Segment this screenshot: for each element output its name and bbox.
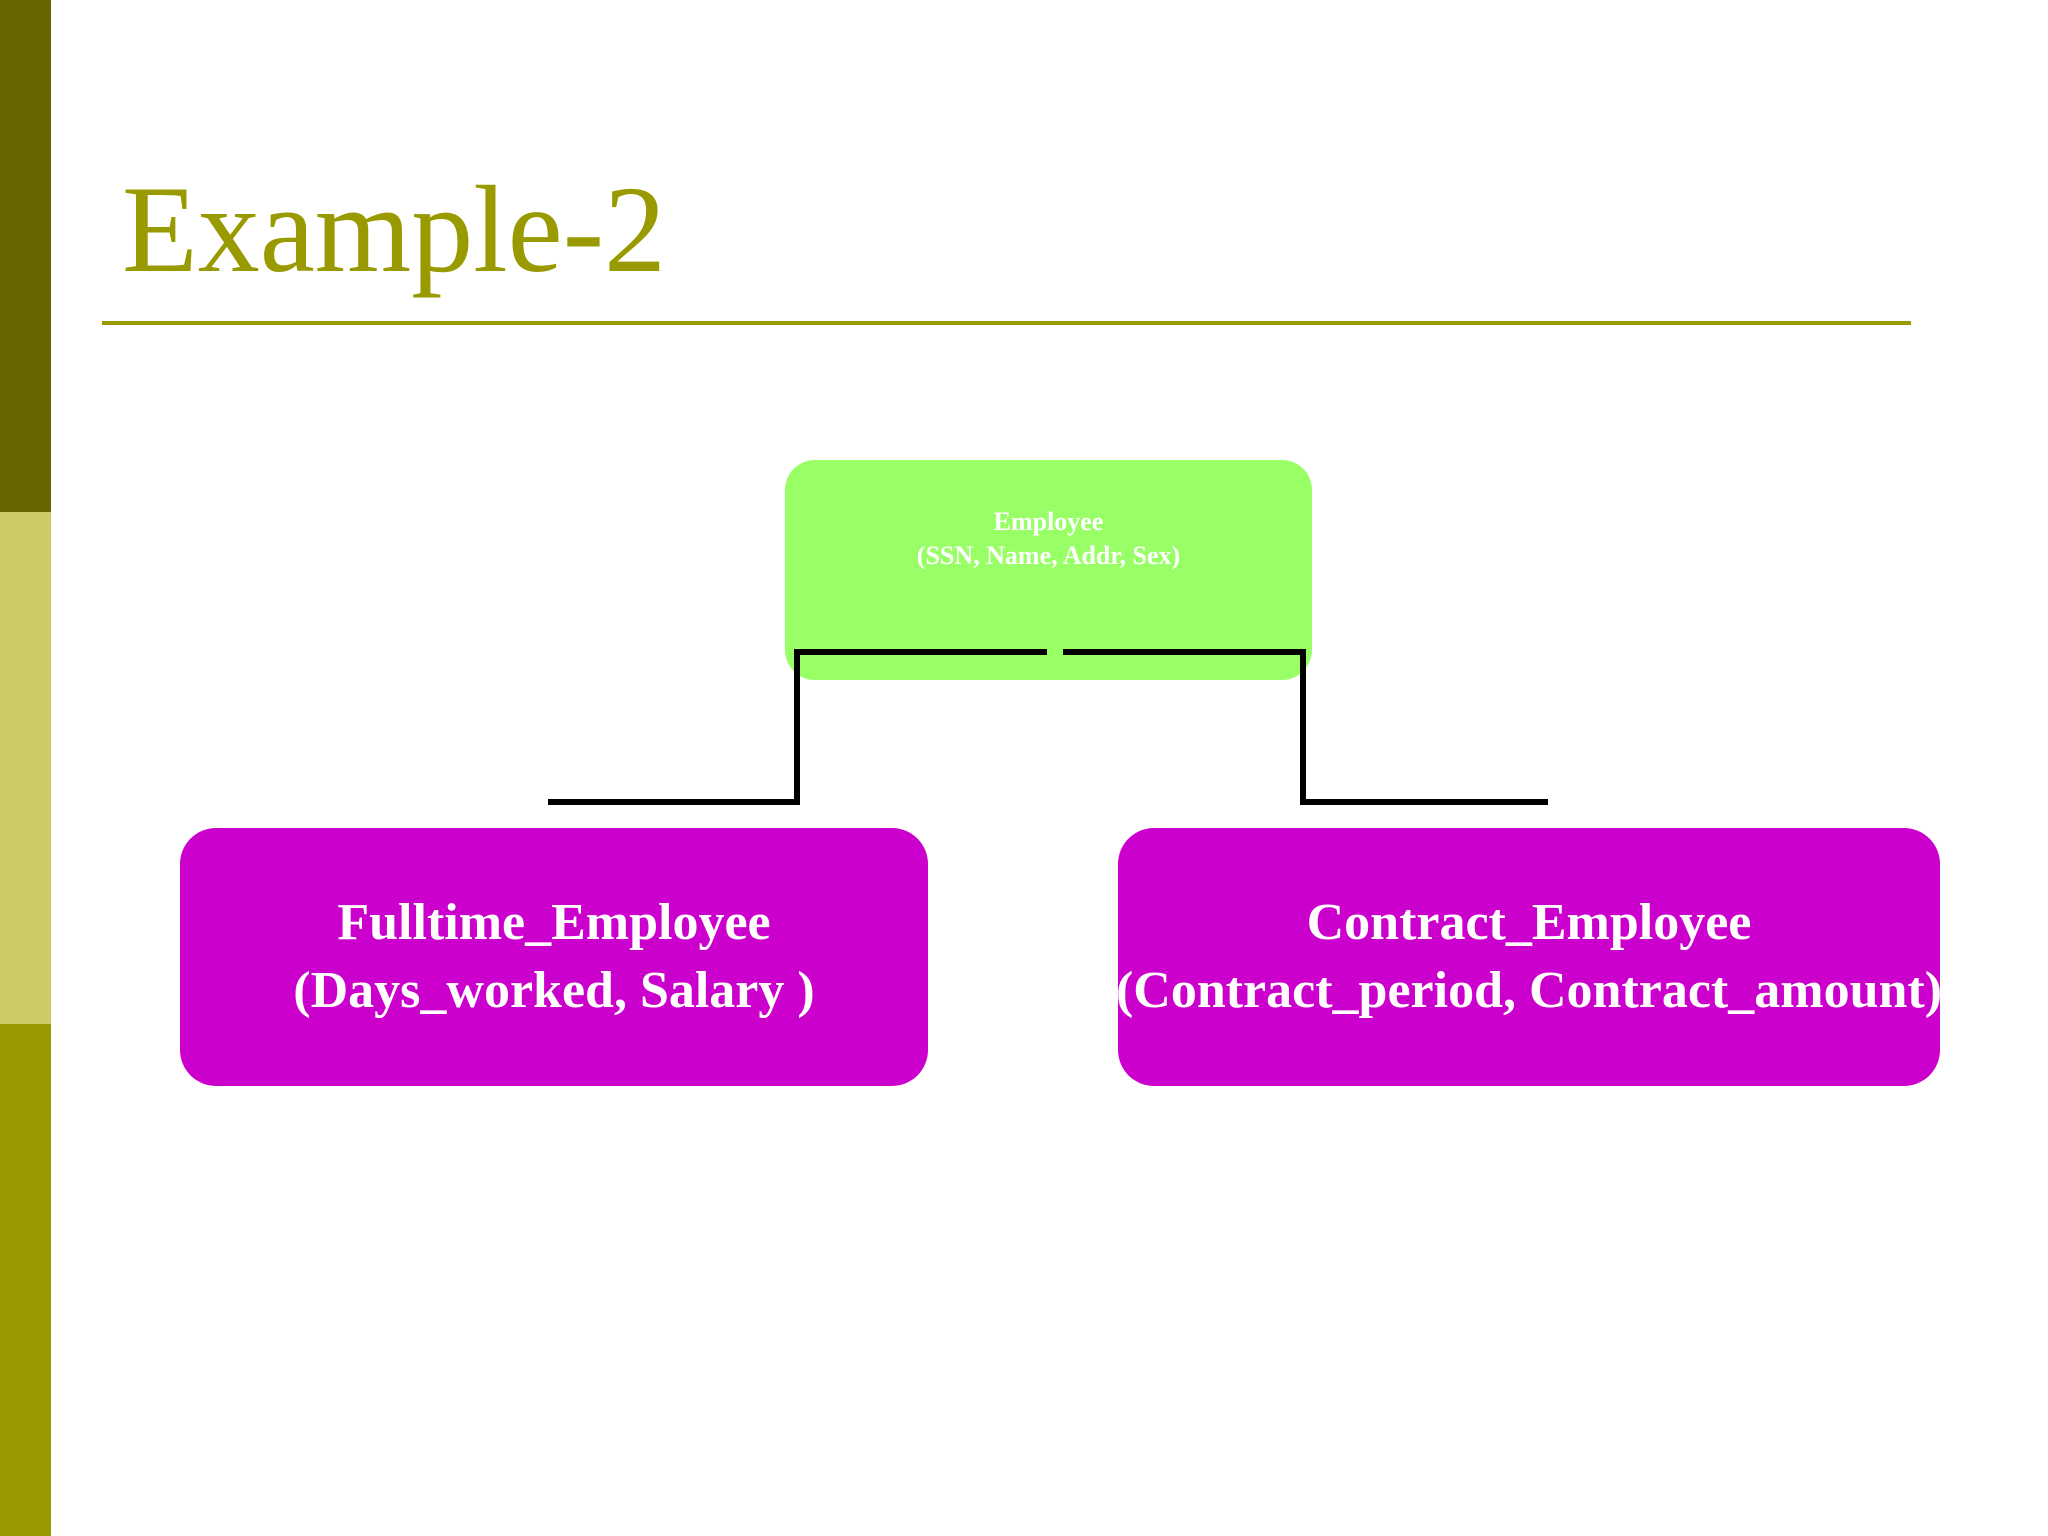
slide-title: Example-2 xyxy=(122,161,667,298)
side-stripe-olive xyxy=(0,1024,51,1536)
contract-employee-node-attributes: (Contract_period, Contract_amount) xyxy=(1118,962,1940,1019)
contract-employee-node: Contract_Employee (Contract_period, Cont… xyxy=(1118,828,1940,1086)
employee-node-attributes: (SSN, Name, Addr, Sex) xyxy=(916,541,1181,570)
fulltime-employee-node: Fulltime_Employee (Days_worked, Salary ) xyxy=(180,828,928,1086)
side-stripe-dark xyxy=(0,0,51,512)
title-underline xyxy=(102,321,1911,325)
employee-node-name: Employee xyxy=(993,507,1104,536)
contract-employee-node-name: Contract_Employee xyxy=(1306,894,1752,951)
fulltime-employee-node-attributes: (Days_worked, Salary ) xyxy=(293,962,815,1019)
side-stripe-light xyxy=(0,512,51,1024)
employee-node: Employee (SSN, Name, Addr, Sex) xyxy=(785,460,1312,680)
fulltime-employee-node-name: Fulltime_Employee xyxy=(337,894,771,951)
